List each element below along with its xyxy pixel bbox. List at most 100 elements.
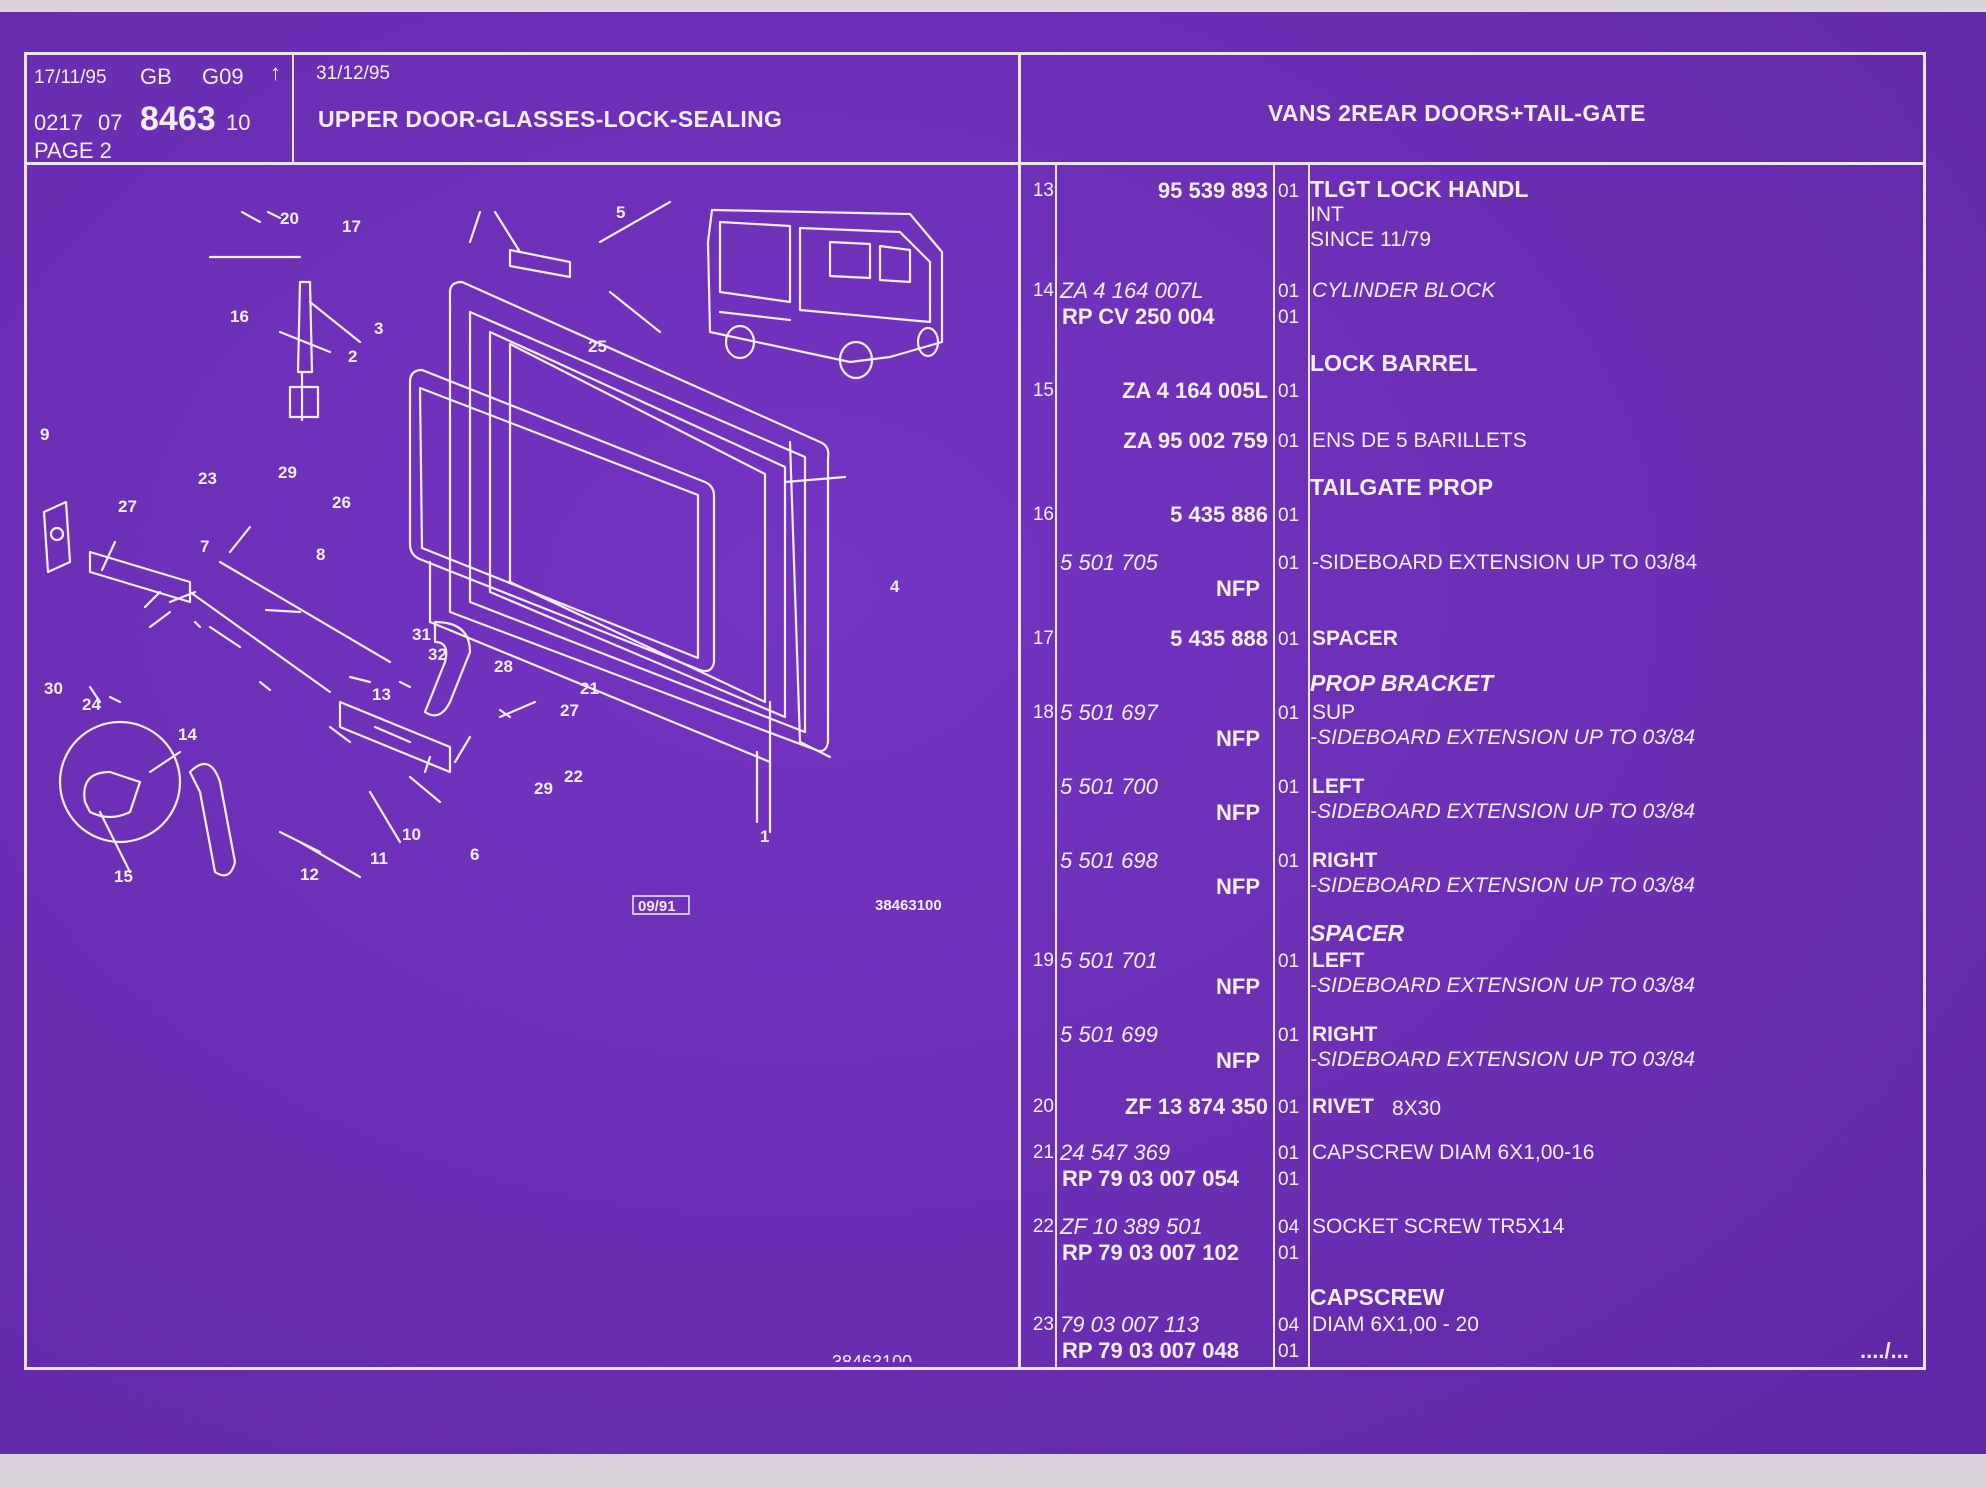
svg-text:4: 4	[890, 577, 900, 596]
part-heading: SPACER	[1310, 920, 1405, 946]
code-main: 8463	[140, 100, 216, 138]
pn-col-divider	[1273, 164, 1275, 1370]
frame-right	[1923, 52, 1926, 1370]
part-note: INT	[1310, 203, 1344, 226]
svg-text:17: 17	[342, 217, 361, 236]
part-note: -SIDEBOARD EXTENSION UP TO 03/84	[1310, 800, 1696, 823]
svg-text:10: 10	[402, 825, 421, 844]
svg-text:26: 26	[332, 493, 351, 512]
replacement-part-number: RP CV 250 004	[1062, 304, 1215, 329]
svg-text:27: 27	[560, 701, 579, 720]
nfp-marker: NFP	[1216, 974, 1260, 999]
diagram-ref-code: 38463100	[875, 897, 942, 914]
svg-text:23: 23	[198, 469, 217, 488]
page-title: UPPER DOOR-GLASSES-LOCK-SEALING	[318, 106, 783, 132]
nfp-marker: NFP	[1216, 726, 1260, 751]
svg-text:31: 31	[412, 625, 431, 644]
part-ref-number: 22	[1032, 1216, 1054, 1237]
svg-text:30: 30	[44, 679, 63, 698]
part-quantity: 01	[1278, 1025, 1300, 1046]
up-arrow-icon: ↑	[270, 60, 281, 85]
svg-text:9: 9	[40, 425, 49, 444]
part-number: 5 501 699	[1060, 1022, 1158, 1047]
part-quantity: 01	[1278, 281, 1300, 302]
part-quantity: 01	[1278, 703, 1300, 724]
part-ref-number: 14	[1032, 280, 1054, 301]
van-illustration	[706, 208, 944, 380]
svg-text:12: 12	[300, 865, 319, 884]
part-number: 5 501 705	[1060, 550, 1158, 575]
vehicle-title: VANS 2REAR DOORS+TAIL-GATE	[1268, 100, 1646, 126]
group-code: G09	[202, 64, 244, 89]
svg-text:24: 24	[82, 695, 101, 714]
part-quantity: 01	[1278, 505, 1300, 526]
part-ref-number: 21	[1032, 1142, 1054, 1163]
part-quantity: 01	[1278, 777, 1300, 798]
svg-text:3: 3	[374, 319, 383, 338]
qty-col-divider	[1308, 164, 1310, 1370]
part-number: ZA 95 002 759	[1123, 428, 1268, 453]
nfp-marker: NFP	[1216, 874, 1260, 899]
part-heading: LOCK BARREL	[1310, 350, 1478, 376]
frame-bottom	[24, 1367, 1926, 1370]
part-quantity: 01	[1278, 431, 1300, 452]
replacement-part-number: RP 79 03 007 102	[1062, 1240, 1239, 1265]
replacement-quantity: 01	[1278, 1243, 1300, 1264]
svg-text:29: 29	[534, 779, 553, 798]
part-number: 5 501 697	[1060, 700, 1158, 725]
svg-text:25: 25	[588, 337, 607, 356]
part-ref-number: 20	[1032, 1096, 1054, 1117]
page-number: PAGE 2	[34, 138, 112, 163]
svg-text:29: 29	[278, 463, 297, 482]
replacement-part-number: RP 79 03 007 054	[1062, 1166, 1239, 1191]
callout-numbers: 1 2 3 4 5 6 7 8 9 10 11 12 13 14 15 16 1…	[40, 203, 900, 886]
part-ref-number: 18	[1032, 702, 1054, 723]
part-description: SPACER	[1312, 627, 1398, 650]
part-ref-number: 13	[1032, 180, 1054, 201]
part-description: LEFT	[1312, 775, 1365, 798]
part-heading: PROP BRACKET	[1310, 670, 1494, 696]
part-quantity: 01	[1278, 1097, 1300, 1118]
part-ref-number: 23	[1032, 1314, 1054, 1335]
svg-text:13: 13	[372, 685, 391, 704]
part-number: ZA 4 164 007L	[1060, 278, 1204, 303]
part-number: ZF 10 389 501	[1060, 1214, 1203, 1239]
continued-marker: ..../...	[1860, 1338, 1909, 1363]
part-ref-number: 19	[1032, 950, 1054, 971]
svg-text:15: 15	[114, 867, 133, 886]
part-note: -SIDEBOARD EXTENSION UP TO 03/84	[1310, 1048, 1696, 1071]
part-description: RIGHT	[1312, 1023, 1378, 1046]
replacement-part-number: RP 79 03 007 048	[1062, 1338, 1239, 1363]
nfp-marker: NFP	[1216, 1048, 1260, 1073]
part-heading: TLGT LOCK HANDL	[1310, 176, 1529, 202]
svg-text:20: 20	[280, 209, 299, 228]
part-description: LEFT	[1312, 949, 1365, 972]
part-ref-number: 17	[1032, 628, 1054, 649]
part-description: SUP	[1312, 701, 1356, 724]
part-quantity: 01	[1278, 181, 1300, 202]
svg-text:14: 14	[178, 725, 197, 744]
header-divider	[24, 162, 1926, 165]
code-a: 0217	[34, 110, 83, 135]
part-number: 95 539 893	[1157, 178, 1268, 203]
part-number: ZA 4 164 005L	[1122, 378, 1268, 403]
part-heading: CAPSCREW	[1310, 1284, 1445, 1310]
part-ref-number: 15	[1032, 380, 1054, 401]
part-quantity: 01	[1278, 1143, 1300, 1164]
part-description-suffix: 8X30	[1392, 1097, 1442, 1120]
nfp-marker: NFP	[1216, 800, 1260, 825]
svg-text:27: 27	[118, 497, 137, 516]
part-number: 5 501 700	[1060, 774, 1158, 799]
svg-text:5: 5	[616, 203, 625, 222]
part-note: -SIDEBOARD EXTENSION UP TO 03/84	[1310, 726, 1696, 749]
nfp-marker: NFP	[1216, 576, 1260, 601]
part-ref-number: 16	[1032, 504, 1054, 525]
svg-text:11: 11	[370, 849, 388, 868]
svg-text:16: 16	[230, 307, 249, 326]
part-number: 5 501 698	[1060, 848, 1158, 873]
part-number: ZF 13 874 350	[1124, 1094, 1268, 1119]
validity-date: 31/12/95	[316, 63, 390, 84]
parts-catalog-sheet: 17/11/95 GB G09 ↑ 31/12/95 0217 07 8463 …	[0, 12, 1986, 1454]
part-number: 5 501 701	[1060, 948, 1158, 973]
part-number: 79 03 007 113	[1060, 1312, 1200, 1337]
